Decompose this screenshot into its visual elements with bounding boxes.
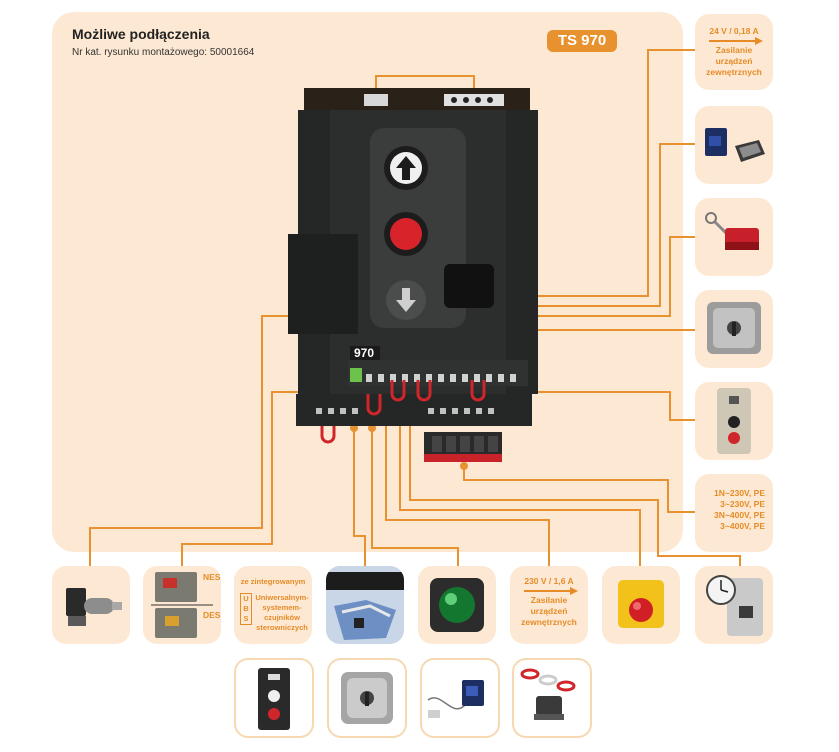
photo-eye-icon bbox=[427, 680, 484, 718]
tile-limit-switches: NES DES bbox=[143, 566, 221, 644]
supply-230v-line2: urządzeń bbox=[530, 606, 568, 616]
ubs-line-3: czujników bbox=[264, 613, 300, 622]
model-badge: TS 970 bbox=[547, 30, 617, 52]
drive-motor-icon bbox=[66, 588, 122, 626]
tile-supply-24v: 24 V / 0,18 A Zasilanie urządzeń zewnętr… bbox=[695, 14, 773, 90]
tile-key-switch bbox=[695, 290, 773, 368]
tile-mains-supply: 1N~230V, PE 3~230V, PE 3N~400V, PE 3~400… bbox=[695, 474, 773, 552]
supply-24v-line2: urządzeń bbox=[715, 56, 753, 66]
page-title: Możliwe podłączenia bbox=[72, 26, 210, 42]
supply-230v-line1: Zasilanie bbox=[530, 595, 568, 605]
mains-option-4: 3~400V, PE bbox=[720, 521, 765, 531]
tile-emergency-stop bbox=[602, 566, 680, 644]
tile-signal-lamp bbox=[418, 566, 496, 644]
tile-chain-safety bbox=[512, 658, 592, 738]
slack-rope-switch-icon bbox=[705, 212, 759, 250]
tile-timer-switch bbox=[695, 566, 773, 644]
tile-key-switch-2 bbox=[327, 658, 407, 738]
tile-slack-rope-switch bbox=[695, 198, 773, 276]
push-button-station-icon bbox=[258, 668, 290, 730]
light-curtain-icon bbox=[326, 566, 404, 644]
emergency-stop-icon bbox=[618, 580, 664, 628]
mains-option-1: 1N~230V, PE bbox=[714, 488, 765, 498]
supply-230v-value: 230 V / 1,6 A bbox=[524, 576, 574, 586]
limit-switch-nes: NES bbox=[203, 572, 221, 582]
mains-option-3: 3N~400V, PE bbox=[714, 510, 765, 520]
ubs-line-2: systemem- bbox=[262, 603, 302, 612]
controller-label: 970 bbox=[354, 346, 374, 360]
arrow-right-icon bbox=[524, 587, 578, 595]
supply-24v-line1: Zasilanie bbox=[715, 45, 753, 55]
timer-switch-icon bbox=[706, 575, 763, 636]
supply-24v-line3: zewnętrznych bbox=[706, 67, 762, 77]
photo-eye-icon bbox=[705, 128, 765, 162]
tile-supply-230v: 230 V / 1,6 A Zasilanie urządzeń zewnętr… bbox=[510, 566, 588, 644]
tile-drive-motor bbox=[52, 566, 130, 644]
mains-option-2: 3~230V, PE bbox=[720, 499, 765, 509]
key-switch-icon bbox=[707, 302, 761, 354]
push-button-station-icon bbox=[717, 388, 751, 454]
tile-light-curtain bbox=[326, 566, 404, 644]
ubs-heading: ze zintegrowanym bbox=[240, 577, 306, 586]
supply-230v-line3: zewnętrznych bbox=[521, 617, 577, 627]
controller-unit: 970 bbox=[288, 88, 538, 462]
tile-ubs: ze zintegrowanym U B S Uniwersalnym- sys… bbox=[234, 566, 312, 644]
ubs-line-4: sterowniczych bbox=[256, 623, 308, 632]
limit-switch-des: DES bbox=[203, 610, 221, 620]
tile-push-button-station-2 bbox=[234, 658, 314, 738]
tile-photo-sensor bbox=[420, 658, 500, 738]
ubs-line-1: Uniwersalnym- bbox=[255, 593, 309, 602]
drawing-number: Nr kat. rysunku montażowego: 50001664 bbox=[72, 47, 255, 58]
supply-24v-value: 24 V / 0,18 A bbox=[709, 26, 759, 36]
signal-lamp-icon bbox=[430, 578, 484, 632]
ubs-letter-u: U bbox=[243, 594, 249, 603]
key-switch-icon bbox=[341, 672, 393, 724]
tile-push-button-station bbox=[695, 382, 773, 460]
limit-switch-icon bbox=[151, 572, 213, 638]
tile-photo-eye bbox=[695, 106, 773, 184]
arrow-right-icon bbox=[709, 37, 763, 45]
ubs-letter-b: B bbox=[243, 604, 249, 613]
ubs-letter-s: S bbox=[243, 614, 249, 623]
chain-safety-icon bbox=[520, 668, 576, 720]
